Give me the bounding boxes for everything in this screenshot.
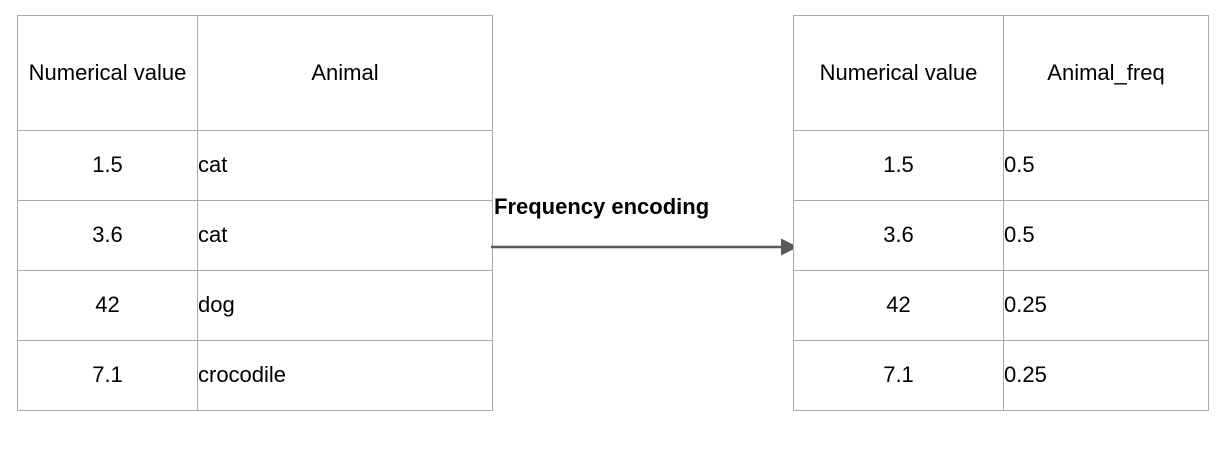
table-row: 42 dog bbox=[17, 270, 493, 341]
table-row: 1.5 0.5 bbox=[793, 130, 1209, 201]
cell-numerical-value: 42 bbox=[17, 270, 198, 341]
cell-animal-freq: 0.25 bbox=[1003, 270, 1209, 341]
original-table: Numerical value Animal 1.5 cat 3.6 cat 4… bbox=[17, 15, 493, 411]
cell-animal-freq: 0.5 bbox=[1003, 200, 1209, 271]
cell-animal: crocodile bbox=[197, 340, 493, 411]
cell-numerical-value: 1.5 bbox=[793, 130, 1004, 201]
table-header-row: Numerical value Animal_freq bbox=[793, 15, 1209, 131]
arrow-label: Frequency encoding bbox=[494, 194, 710, 219]
cell-animal-freq: 0.5 bbox=[1003, 130, 1209, 201]
cell-numerical-value: 3.6 bbox=[793, 200, 1004, 271]
cell-animal: cat bbox=[197, 130, 493, 201]
cell-numerical-value: 1.5 bbox=[17, 130, 198, 201]
table-row: 3.6 0.5 bbox=[793, 200, 1209, 271]
table-row: 7.1 0.25 bbox=[793, 340, 1209, 411]
cell-numerical-value: 7.1 bbox=[793, 340, 1004, 411]
cell-numerical-value: 3.6 bbox=[17, 200, 198, 271]
column-header-numerical-value: Numerical value bbox=[17, 15, 198, 131]
column-header-numerical-value: Numerical value bbox=[793, 15, 1004, 131]
table-row: 7.1 crocodile bbox=[17, 340, 493, 411]
cell-animal-freq: 0.25 bbox=[1003, 340, 1209, 411]
table-row: 42 0.25 bbox=[793, 270, 1209, 341]
cell-animal: cat bbox=[197, 200, 493, 271]
cell-animal: dog bbox=[197, 270, 493, 341]
table-header-row: Numerical value Animal bbox=[17, 15, 493, 131]
cell-numerical-value: 7.1 bbox=[17, 340, 198, 411]
right-arrow-icon bbox=[491, 238, 798, 256]
column-header-animal: Animal bbox=[197, 15, 493, 131]
cell-numerical-value: 42 bbox=[793, 270, 1004, 341]
encoded-table: Numerical value Animal_freq 1.5 0.5 3.6 … bbox=[793, 15, 1209, 411]
table-row: 1.5 cat bbox=[17, 130, 493, 201]
column-header-animal-freq: Animal_freq bbox=[1003, 15, 1209, 131]
table-row: 3.6 cat bbox=[17, 200, 493, 271]
